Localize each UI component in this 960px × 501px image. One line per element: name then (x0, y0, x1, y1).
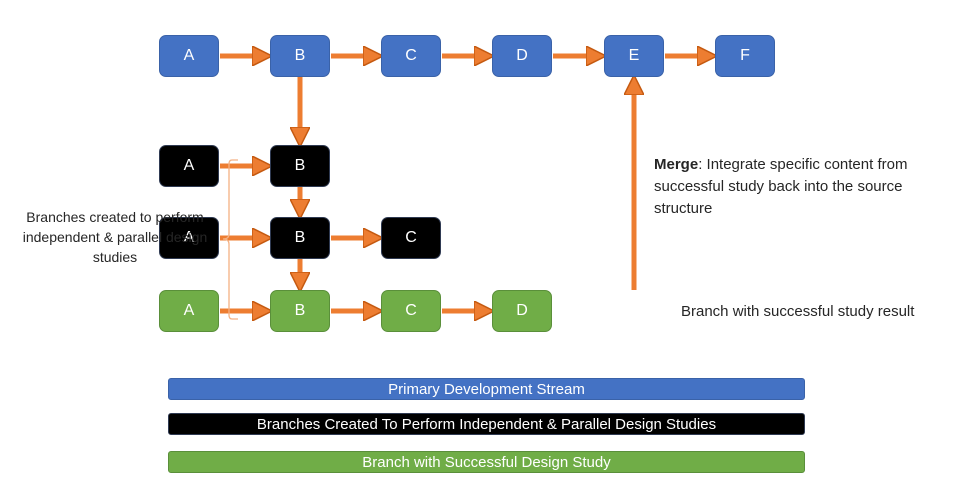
success-node-d[interactable]: D (492, 290, 552, 332)
study1-node-b[interactable]: B (270, 145, 330, 187)
merge-note-text: : Integrate specific content from succes… (654, 156, 908, 217)
branches-note: Branches created to perform independent … (22, 209, 208, 265)
successful-branch-note: Branch with successful study result (681, 303, 915, 320)
success-node-b[interactable]: B (270, 290, 330, 332)
merge-note-title: Merge (654, 156, 699, 173)
study1-node-a[interactable]: A (159, 145, 219, 187)
legend-successful-branch: Branch with Successful Design Study (168, 451, 805, 473)
success-node-a[interactable]: A (159, 290, 219, 332)
branch-bracket (222, 159, 238, 320)
legend-primary-stream: Primary Development Stream (168, 378, 805, 400)
primary-node-b[interactable]: B (270, 35, 330, 77)
legend-study-branches: Branches Created To Perform Independent … (168, 413, 805, 435)
merge-note: Merge: Integrate specific content from s… (654, 154, 914, 220)
study2-node-b[interactable]: B (270, 217, 330, 259)
study2-node-c[interactable]: C (381, 217, 441, 259)
primary-node-a[interactable]: A (159, 35, 219, 77)
primary-node-e[interactable]: E (604, 35, 664, 77)
success-node-c[interactable]: C (381, 290, 441, 332)
study2-node-a[interactable]: A (159, 217, 219, 259)
primary-node-f[interactable]: F (715, 35, 775, 77)
primary-node-c[interactable]: C (381, 35, 441, 77)
primary-node-d[interactable]: D (492, 35, 552, 77)
